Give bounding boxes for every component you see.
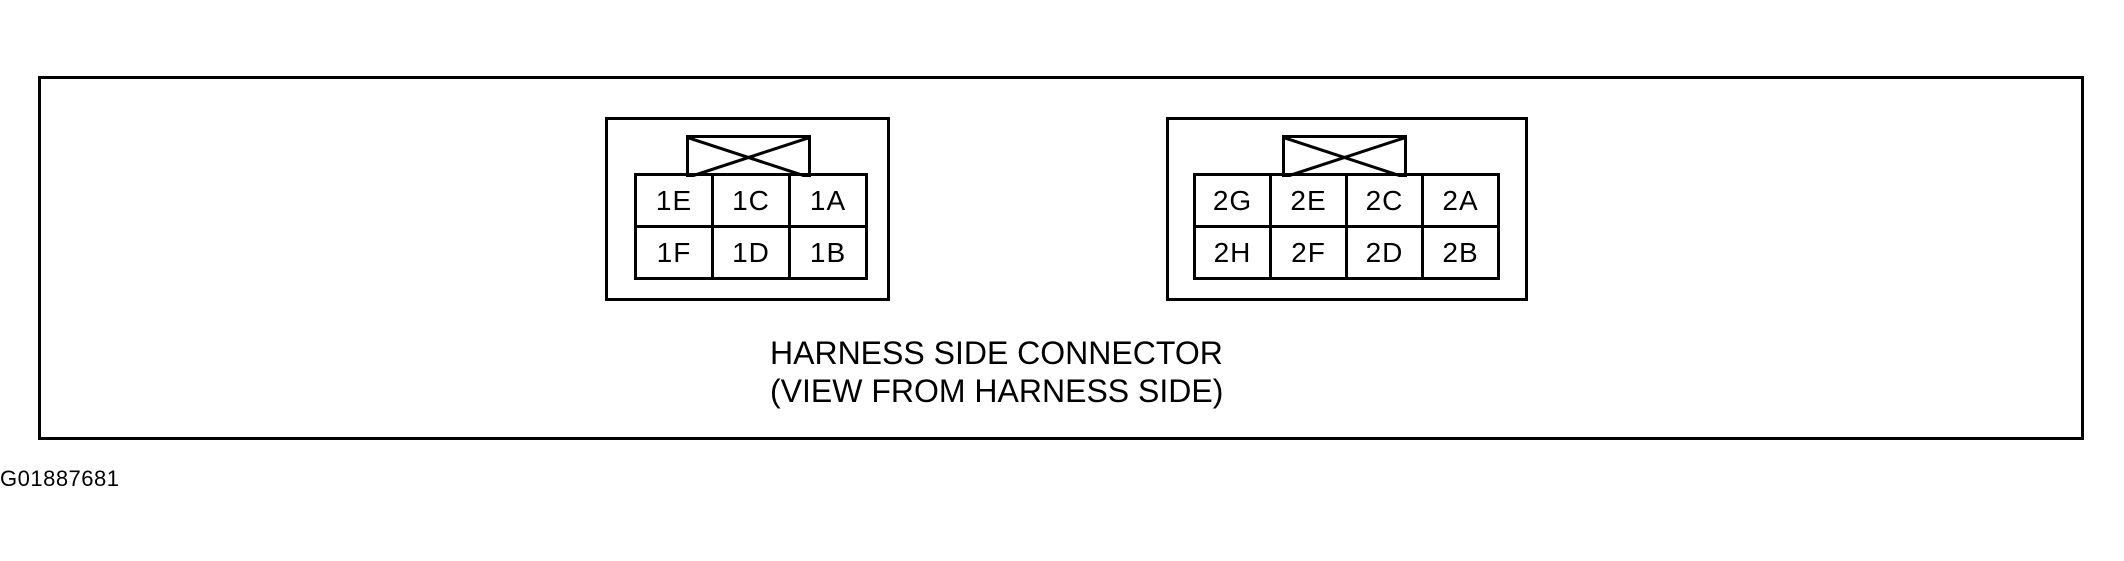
pin-2C: 2C [1348, 176, 1424, 228]
pin-1B: 1B [791, 228, 868, 280]
latch-cross-icon [1285, 138, 1404, 177]
latch-cross-icon [689, 138, 808, 177]
pin-2F: 2F [1272, 228, 1348, 280]
connector-2-pin-grid: 2G 2E 2C 2A 2H 2F 2D 2B [1193, 173, 1500, 280]
connector-1: 1E 1C 1A 1F 1D 1B [605, 117, 890, 301]
pin-1F: 1F [637, 228, 714, 280]
connector-1-pin-grid: 1E 1C 1A 1F 1D 1B [634, 173, 868, 280]
pin-2H: 2H [1196, 228, 1272, 280]
pin-2B: 2B [1424, 228, 1500, 280]
diagram-frame [38, 76, 2084, 440]
pin-2A: 2A [1424, 176, 1500, 228]
pin-1D: 1D [714, 228, 791, 280]
caption-line-1: HARNESS SIDE CONNECTOR [770, 335, 1223, 371]
connector-2: 2G 2E 2C 2A 2H 2F 2D 2B [1166, 117, 1528, 301]
pin-1A: 1A [791, 176, 868, 228]
figure-id: G01887681 [0, 466, 120, 491]
pin-1C: 1C [714, 176, 791, 228]
pin-2G: 2G [1196, 176, 1272, 228]
connector-1-latch [686, 135, 811, 177]
connector-2-latch [1282, 135, 1407, 177]
pin-2D: 2D [1348, 228, 1424, 280]
diagram-caption: HARNESS SIDE CONNECTOR (VIEW FROM HARNES… [770, 334, 1270, 410]
caption-line-2: (VIEW FROM HARNESS SIDE) [770, 373, 1224, 409]
pin-2E: 2E [1272, 176, 1348, 228]
pin-1E: 1E [637, 176, 714, 228]
